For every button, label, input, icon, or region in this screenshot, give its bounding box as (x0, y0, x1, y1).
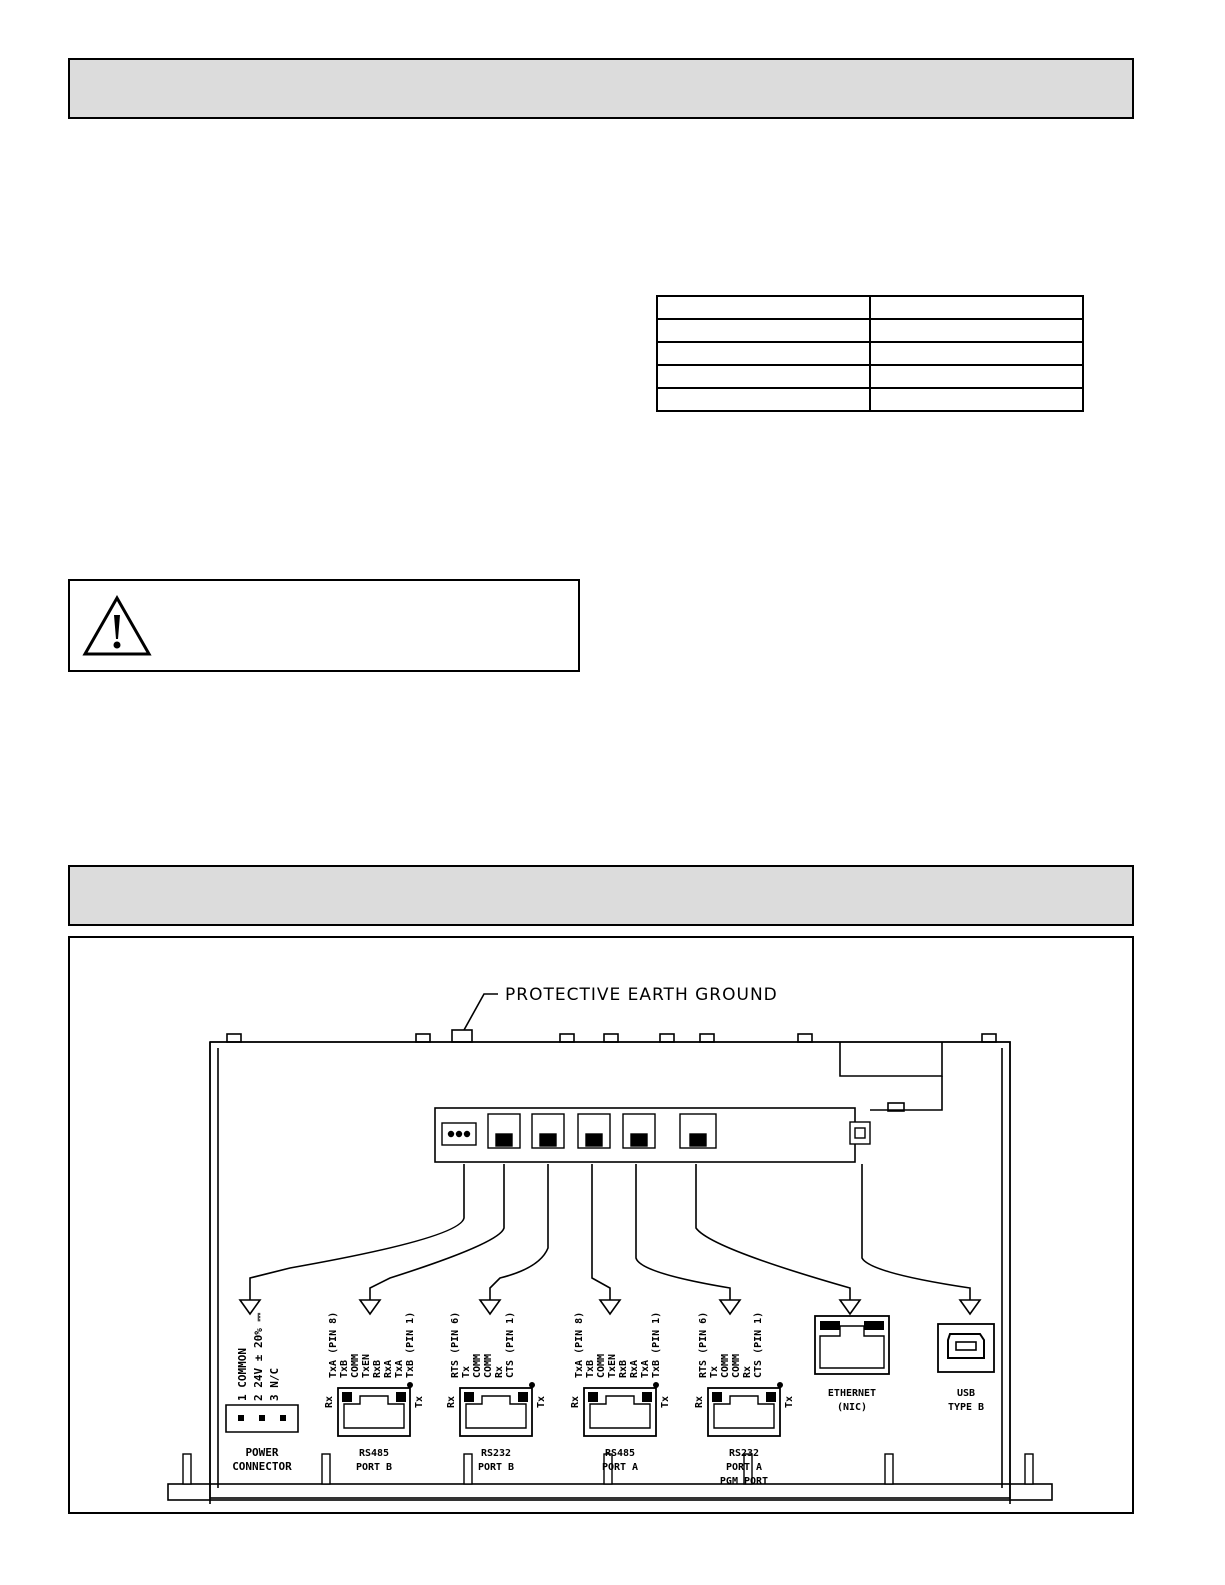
pin-label: RTS (PIN 6) (698, 1312, 709, 1378)
port-label-line2: PORT A (602, 1462, 638, 1473)
port-label-line1: RS485 (359, 1448, 389, 1459)
port-label-line3: PGM PORT (720, 1476, 768, 1487)
pin-label: TxB (585, 1360, 596, 1378)
port-label-line2: PORT B (478, 1462, 514, 1473)
connector-diagram-svg: PROTECTIVE EARTH GROUND (167, 985, 1053, 1504)
pin-label: TxB (PIN 1) (405, 1312, 416, 1378)
spec-table (656, 295, 1084, 412)
pin-label: RTS (PIN 6) (450, 1312, 461, 1378)
table-row (656, 295, 1084, 320)
pin-label: COMM (596, 1354, 607, 1378)
rs485-port-a-detail: TxA (PIN 8) TxB COMM TxEN RxB RxA TxA Tx… (570, 1312, 671, 1473)
table-row (656, 341, 1084, 366)
rs485-port-b-detail: TxA (PIN 8) TxB COMM TxEN RxB RxA TxA Tx… (324, 1312, 425, 1473)
tx-label: Tx (536, 1396, 547, 1408)
pin-label: CTS (PIN 1) (505, 1312, 516, 1378)
power-pin-2: 2 24V ± 20% ⎓ (252, 1313, 265, 1401)
pin-label: COMM (720, 1354, 731, 1378)
rx-label: Rx (570, 1396, 581, 1408)
section-header-bar (68, 58, 1134, 119)
port-label-line2: PORT A (726, 1462, 762, 1473)
usb-label-line2: TYPE B (948, 1402, 984, 1413)
pin-label: TxEN (361, 1354, 372, 1378)
rs232-port-b-detail: RTS (PIN 6) Tx COMM COMM Rx CTS (PIN 1) … (446, 1312, 547, 1473)
connector-diagram: PROTECTIVE EARTH GROUND (68, 936, 1134, 1514)
table-row (656, 318, 1084, 343)
pin-label: Rx (742, 1366, 753, 1378)
power-pin-1: 1 COMMON (236, 1348, 249, 1401)
pin-label: RxB (372, 1360, 383, 1378)
table-row (656, 387, 1084, 412)
ethernet-label-line1: ETHERNET (828, 1388, 876, 1399)
rs232-port-a-detail: RTS (PIN 6) Tx COMM COMM Rx CTS (PIN 1) … (694, 1312, 795, 1487)
port-label-line1: RS232 (481, 1448, 511, 1459)
tx-label: Tx (660, 1396, 671, 1408)
section-header-bar (68, 865, 1134, 926)
power-label-line1: POWER (245, 1446, 278, 1459)
pin-label: CTS (PIN 1) (753, 1312, 764, 1378)
caution-box (68, 579, 580, 672)
pin-label: COMM (472, 1354, 483, 1378)
ethernet-label-line2: (NIC) (837, 1402, 867, 1413)
pin-label: RxB (618, 1360, 629, 1378)
pin-label: COMM (350, 1354, 361, 1378)
pin-label: TxA (PIN 8) (574, 1312, 585, 1378)
pin-label: COMM (483, 1354, 494, 1378)
pin-label: Tx (461, 1366, 472, 1378)
pin-label: TxA (PIN 8) (328, 1312, 339, 1378)
pin-label: COMM (731, 1354, 742, 1378)
usb-detail: USB TYPE B (937, 1323, 995, 1413)
pin-label: TxB (PIN 1) (651, 1312, 662, 1378)
rx-label: Rx (694, 1396, 705, 1408)
warning-triangle-icon (82, 595, 152, 656)
port-label-line1: RS485 (605, 1448, 635, 1459)
pin-label: TxB (339, 1360, 350, 1378)
port-label-line1: RS232 (729, 1448, 759, 1459)
pin-label: Tx (709, 1366, 720, 1378)
power-label-line2: CONNECTOR (232, 1460, 292, 1473)
ethernet-detail: ETHERNET (NIC) (814, 1315, 890, 1413)
earth-ground-callout: PROTECTIVE EARTH GROUND (463, 985, 778, 1031)
earth-ground-label: PROTECTIVE EARTH GROUND (505, 985, 778, 1005)
pin-label: TxA (640, 1360, 651, 1378)
pin-label: TxA (394, 1360, 405, 1378)
rx-label: Rx (446, 1396, 457, 1408)
pin-label: RxA (629, 1360, 640, 1378)
tx-label: Tx (784, 1396, 795, 1408)
tx-label: Tx (414, 1396, 425, 1408)
pin-label: Rx (494, 1366, 505, 1378)
power-pin-3: 3 N/C (268, 1368, 281, 1401)
usb-label-line1: USB (957, 1388, 975, 1399)
power-connector-detail: 1 COMMON 2 24V ± 20% ⎓ 3 N/C POWER CONNE… (225, 1313, 299, 1473)
port-label-line2: PORT B (356, 1462, 392, 1473)
pin-label: TxEN (607, 1354, 618, 1378)
table-row (656, 364, 1084, 389)
rx-label: Rx (324, 1396, 335, 1408)
pin-label: RxA (383, 1360, 394, 1378)
